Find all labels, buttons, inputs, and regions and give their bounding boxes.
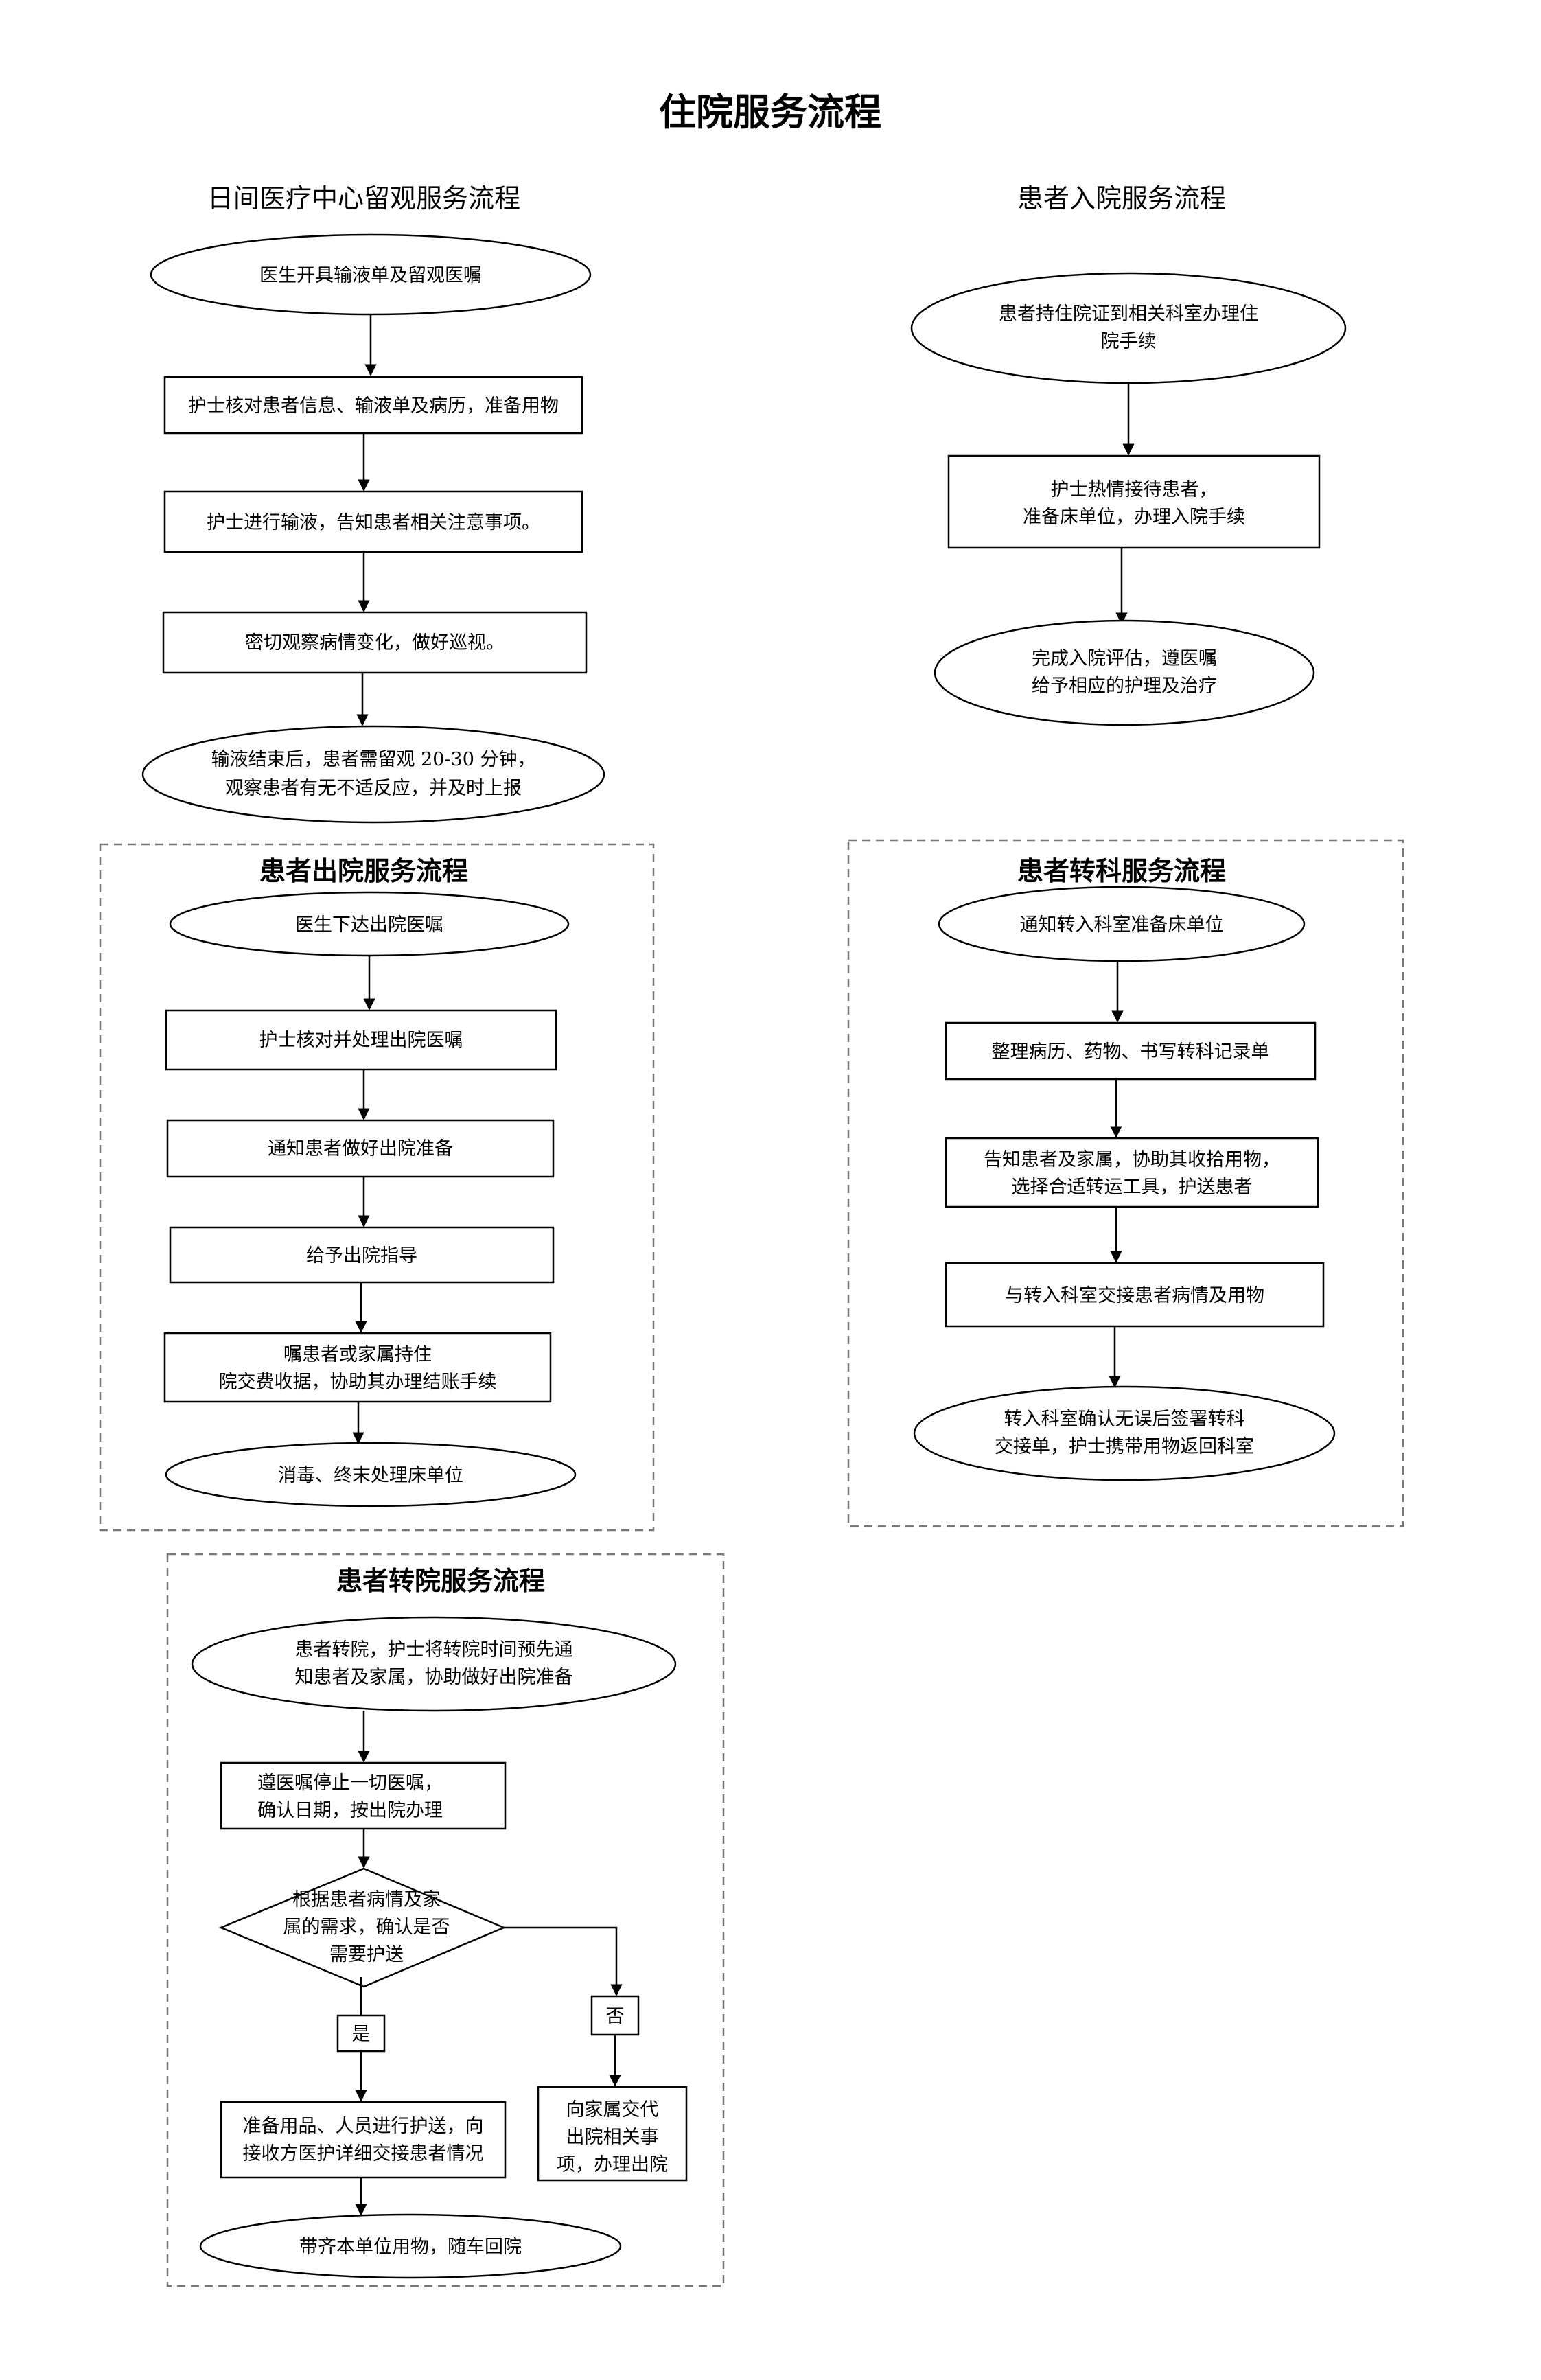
node-text: 给予出院指导 xyxy=(306,1245,417,1267)
node-text: 护士热情接待患者， xyxy=(1051,479,1218,500)
discharge-step-node xyxy=(163,1332,552,1403)
node-text: 护士进行输液，告知患者相关注意事项。 xyxy=(207,512,540,533)
transfer-dept-step-node xyxy=(945,1262,1325,1328)
node-text: 通知患者做好出院准备 xyxy=(268,1138,453,1159)
node-text: 院交费收据，协助其办理结账手续 xyxy=(219,1372,497,1393)
transfer-hospital-flow: 患者转院，护士将转院时间预先通 知患者及家属，协助做好出院准备 遵医嘱停止一切医… xyxy=(191,1616,688,2279)
admission-start-node xyxy=(910,272,1347,384)
node-text: 出院相关事 xyxy=(566,2127,659,2148)
day-center-step-node xyxy=(163,490,583,553)
transfer-dept-start-node xyxy=(938,886,1306,962)
discharge-step-node xyxy=(166,1119,555,1178)
node-text: 项，办理出院 xyxy=(557,2154,668,2175)
node-text: 遵医嘱停止一切医嘱， xyxy=(257,1772,443,1794)
transfer-hospital-escort-node xyxy=(220,2101,507,2179)
node-text: 接收方医护详细交接患者情况 xyxy=(243,2143,484,2164)
node-text: 确认日期，按出院办理 xyxy=(257,1800,443,1821)
node-text: 通知转入科室准备床单位 xyxy=(1020,914,1224,936)
transfer-dept-frame xyxy=(847,839,1404,1527)
node-text: 需要护送 xyxy=(329,1944,404,1965)
admission-title: 患者入院服务流程 xyxy=(1017,183,1226,213)
node-text: 患者转院，护士将转院时间预先通 xyxy=(295,1639,573,1661)
discharge-flow: 医生下达出院医嘱 护士核对并处理出院医嘱 通知患者做好出院准备 给予出院指导 嘱… xyxy=(163,891,577,1507)
node-text: 准备床单位，办理入院手续 xyxy=(1023,507,1245,528)
admission-step-node xyxy=(947,454,1321,549)
node-text: 与转入科室交接患者病情及用物 xyxy=(1005,1285,1264,1306)
discharge-end-node xyxy=(165,1442,577,1507)
node-text: 输液结束后，患者需留观 20-30 分钟， xyxy=(211,749,535,770)
node-text: 告知患者及家属，协助其收拾用物， xyxy=(984,1149,1280,1170)
transfer-dept-step-node xyxy=(945,1137,1319,1208)
node-text: 嘱患者或家属持住 xyxy=(283,1344,432,1365)
no-label-box xyxy=(590,1995,640,2036)
node-text: 完成入院评估，遵医嘱 xyxy=(1032,648,1217,669)
no-branch-line xyxy=(504,1926,623,1996)
discharge-frame xyxy=(99,843,655,1532)
page-title: 住院服务流程 xyxy=(659,90,881,134)
transfer-hospital-start-node xyxy=(191,1616,677,1712)
yes-label-box xyxy=(336,2014,386,2053)
node-text: 向家属交代 xyxy=(566,2099,659,2121)
admission-end-node xyxy=(934,619,1315,726)
discharge-step-node xyxy=(165,1009,557,1071)
transfer-hospital-end-node xyxy=(199,2213,622,2279)
node-text: 密切观察病情变化，做好巡视。 xyxy=(245,632,505,654)
day-center-end-node xyxy=(141,725,605,824)
transfer-dept-end-node xyxy=(913,1385,1336,1481)
node-text: 带齐本单位用物，随车回院 xyxy=(299,2237,522,2258)
discharge-title: 患者出院服务流程 xyxy=(259,855,468,886)
node-text: 观察患者有无不适反应，并及时上报 xyxy=(225,778,522,799)
day-center-step-node xyxy=(163,376,583,435)
no-label: 否 xyxy=(606,2006,625,2027)
day-center-step-node xyxy=(162,611,588,674)
node-text: 转入科室确认无误后签署转科 xyxy=(1004,1409,1245,1430)
node-text: 根据患者病情及家 xyxy=(292,1889,441,1910)
discharge-step-node xyxy=(169,1226,555,1284)
node-text: 交接单，护士携带用物返回科室 xyxy=(995,1436,1254,1457)
node-text: 整理病历、药物、书写转科记录单 xyxy=(992,1041,1270,1063)
node-text: 知患者及家属，协助做好出院准备 xyxy=(295,1667,573,1688)
decision-node xyxy=(218,1867,507,1988)
node-text: 选择合适转运工具，护送患者 xyxy=(1012,1177,1253,1198)
node-text: 患者持住院证到相关科室办理住 xyxy=(999,303,1258,325)
node-text: 护士核对并处理出院医嘱 xyxy=(259,1030,463,1051)
node-text: 属的需求，确认是否 xyxy=(283,1917,450,1938)
node-text: 准备用品、人员进行护送，向 xyxy=(243,2116,484,2137)
yes-label: 是 xyxy=(352,2024,371,2045)
transfer-dept-step-node xyxy=(945,1021,1317,1081)
node-text: 医生下达出院医嘱 xyxy=(295,914,443,936)
day-center-title: 日间医疗中心留观服务流程 xyxy=(207,183,520,213)
node-text: 消毒、终末处理床单位 xyxy=(278,1465,463,1486)
transfer-hospital-title: 患者转院服务流程 xyxy=(336,1565,545,1596)
transfer-dept-title: 患者转科服务流程 xyxy=(1017,855,1226,886)
transfer-hospital-no-escort-node xyxy=(537,2086,688,2182)
node-text: 院手续 xyxy=(1101,331,1157,352)
day-center-flow: 医生开具输液单及留观医嘱 护士核对患者信息、输液单及病历，准备用物 护士进行输液… xyxy=(141,233,605,824)
node-text: 护士核对患者信息、输液单及病历，准备用物 xyxy=(188,395,559,417)
node-text: 给予相应的护理及治疗 xyxy=(1032,675,1217,697)
admission-flow: 患者持住院证到相关科室办理住 院手续 护士热情接待患者， 准备床单位，办理入院手… xyxy=(910,272,1347,726)
transfer-hospital-frame xyxy=(166,1553,725,2287)
node-text: 医生开具输液单及留观医嘱 xyxy=(259,265,482,286)
transfer-hospital-step-node xyxy=(220,1761,507,1830)
transfer-dept-flow: 通知转入科室准备床单位 整理病历、药物、书写转科记录单 告知患者及家属，协助其收… xyxy=(913,886,1336,1481)
